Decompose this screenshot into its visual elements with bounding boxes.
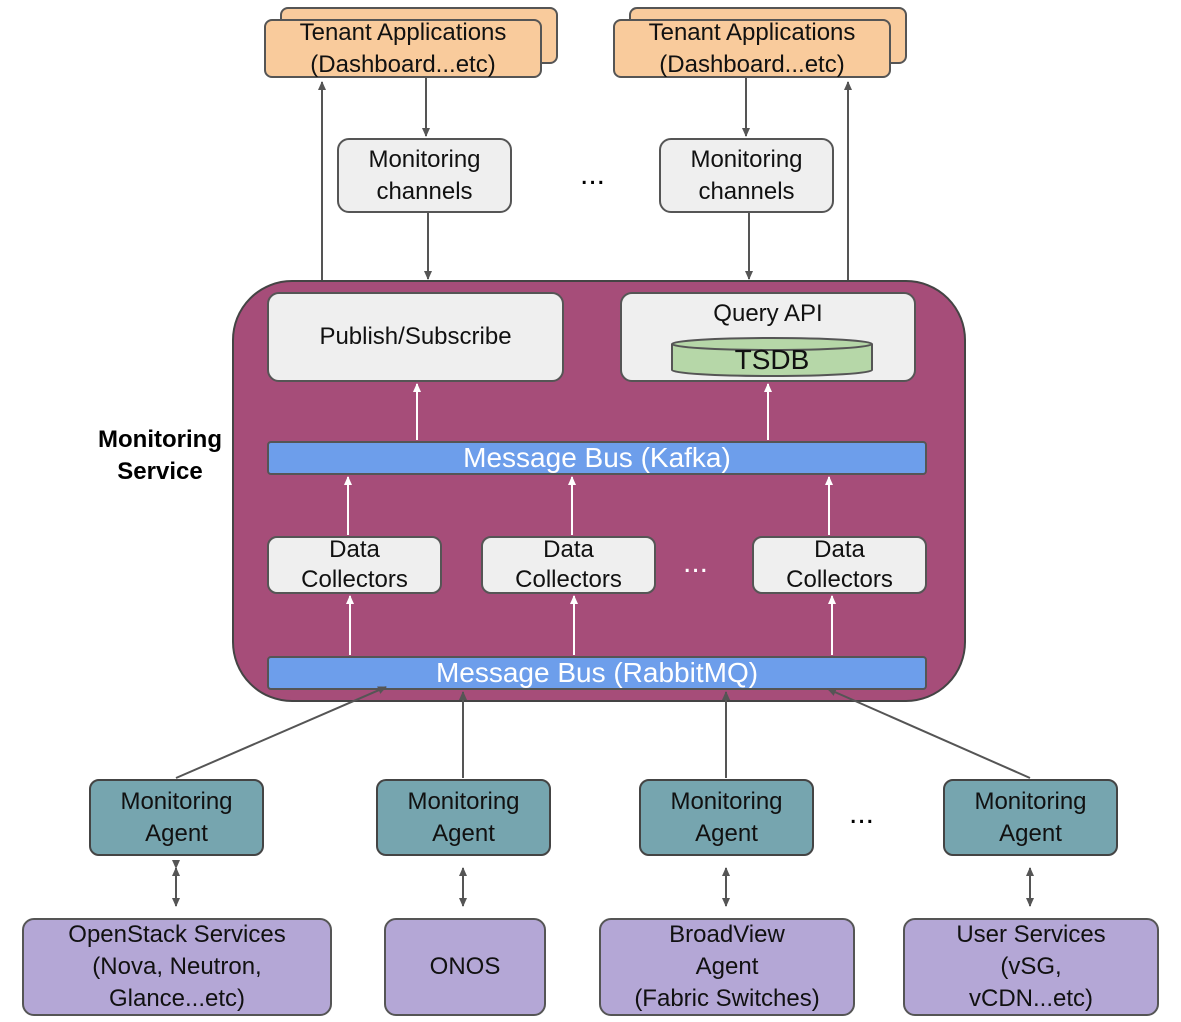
tenant-applications-subtitle: (Dashboard...etc): [659, 50, 845, 78]
query-api-label: Query API: [713, 300, 823, 327]
publish-subscribe-label: Publish/Subscribe: [319, 323, 512, 350]
monitoring-channels-box: Monitoring channels: [337, 138, 512, 213]
onos-box: ONOS: [384, 918, 546, 1016]
data-collectors-line: Data: [814, 536, 865, 563]
monitoring-agent-line: Agent: [432, 819, 495, 847]
source-line: OpenStack Services: [68, 921, 286, 948]
source-line: User Services: [956, 921, 1106, 948]
source-line: vCDN...etc): [968, 985, 1093, 1012]
monitoring-channels-line: Monitoring: [690, 145, 803, 173]
data-collectors-box: Data Collectors: [481, 536, 656, 594]
user-services-box: User Services (vSG, vCDN...etc): [903, 918, 1159, 1016]
monitoring-agent-box: Monitoring Agent: [639, 779, 814, 856]
monitoring-service-label-line: Service: [117, 458, 203, 485]
tenant-applications-box: Tenant Applications (Dashboard...etc): [264, 19, 542, 78]
rabbitmq-message-bus: Message Bus (RabbitMQ): [267, 656, 927, 690]
monitoring-agent-box: Monitoring Agent: [376, 779, 551, 856]
collectors-ellipsis: ...: [683, 546, 709, 579]
source-line: Glance...etc): [108, 985, 246, 1012]
rabbitmq-message-bus-label: Message Bus (RabbitMQ): [435, 657, 759, 688]
kafka-message-bus-label: Message Bus (Kafka): [463, 442, 731, 473]
monitoring-agent-line: Monitoring: [974, 787, 1087, 815]
monitoring-channels-box: Monitoring channels: [659, 138, 834, 213]
data-collectors-line: Data: [543, 536, 594, 563]
monitoring-agent-box: Monitoring Agent: [89, 779, 264, 856]
monitoring-agent-line: Agent: [999, 819, 1062, 847]
kafka-message-bus: Message Bus (Kafka): [267, 441, 927, 475]
tenant-applications-title: Tenant Applications: [648, 18, 856, 46]
monitoring-agent-line: Monitoring: [670, 787, 783, 815]
data-collectors-line: Data: [329, 536, 380, 563]
monitoring-service-label-line: Monitoring: [98, 426, 222, 453]
monitoring-agent-box: Monitoring Agent: [943, 779, 1118, 856]
data-collectors-line: Collectors: [786, 566, 893, 593]
tsdb-label: TSDB: [735, 344, 810, 375]
monitoring-channels-line: Monitoring: [368, 145, 481, 173]
agents-ellipsis: ...: [849, 797, 875, 830]
data-collectors-box: Data Collectors: [267, 536, 442, 594]
monitoring-agent-line: Monitoring: [407, 787, 520, 815]
channels-ellipsis: ...: [580, 158, 606, 191]
tenant-applications-subtitle: (Dashboard...etc): [310, 50, 496, 78]
monitoring-service-label: Monitoring Service: [80, 424, 240, 488]
source-line: ONOS: [429, 953, 501, 980]
source-line: Agent: [695, 953, 759, 980]
monitoring-agent-line: Monitoring: [120, 787, 233, 815]
broadview-agent-box: BroadView Agent (Fabric Switches): [599, 918, 855, 1016]
arrow-agent-to-rabbitmq: [175, 686, 387, 779]
source-line: BroadView: [669, 921, 785, 948]
monitoring-agent-line: Agent: [145, 819, 208, 847]
source-line: (Fabric Switches): [634, 985, 820, 1012]
arrow-agent-to-rabbitmq: [827, 688, 1031, 779]
tenant-applications-box: Tenant Applications (Dashboard...etc): [613, 19, 891, 78]
source-line: (vSG,: [1000, 953, 1062, 980]
monitoring-channels-line: channels: [698, 177, 795, 205]
openstack-services-box: OpenStack Services (Nova, Neutron, Glanc…: [22, 918, 332, 1016]
monitoring-channels-line: channels: [376, 177, 473, 205]
source-line: (Nova, Neutron,: [92, 953, 262, 980]
publish-subscribe-box: Publish/Subscribe: [267, 292, 564, 382]
monitoring-agent-line: Agent: [695, 819, 758, 847]
tsdb-cylinder: TSDB: [671, 337, 873, 377]
data-collectors-line: Collectors: [301, 566, 408, 593]
data-collectors-box: Data Collectors: [752, 536, 927, 594]
tenant-applications-title: Tenant Applications: [299, 18, 507, 46]
data-collectors-line: Collectors: [515, 566, 622, 593]
